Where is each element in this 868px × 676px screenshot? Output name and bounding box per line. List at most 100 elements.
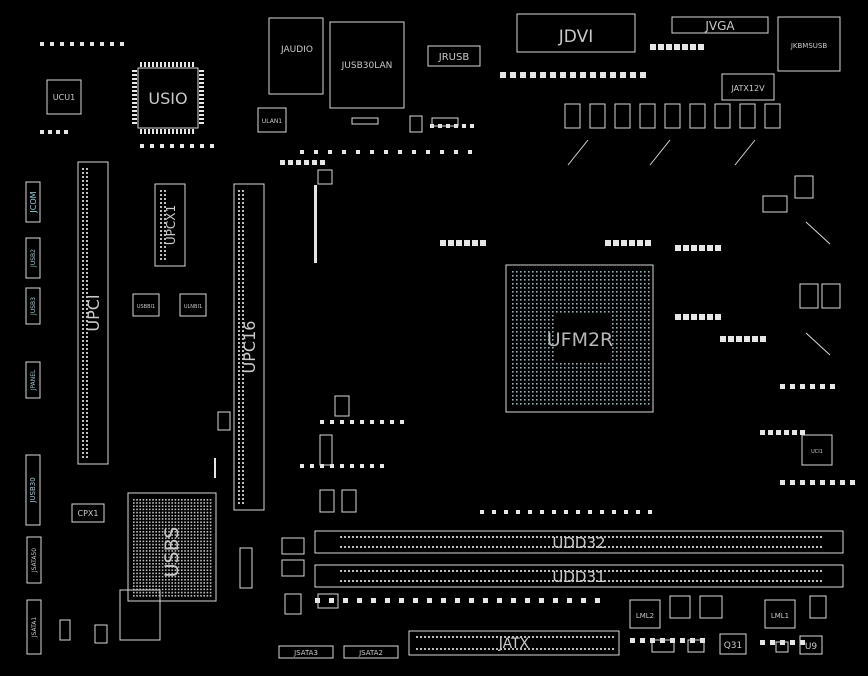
ufm2r-ball [516, 351, 518, 353]
upci-slot[interactable] [77, 161, 109, 465]
usbs-ball [165, 556, 167, 559]
ufm2r-ball [556, 403, 558, 405]
ufm2r-ball [552, 379, 554, 381]
jaudio-connector[interactable] [268, 17, 324, 95]
usbbi1-chip[interactable] [132, 293, 160, 317]
jrusb-connector[interactable] [427, 45, 481, 67]
udd32-pin [440, 546, 442, 548]
usbs-ball [174, 559, 177, 562]
usbs-ball [174, 527, 177, 530]
ufm2r-ball [600, 311, 602, 313]
udd32-pin [652, 546, 654, 548]
ulan1-chip[interactable] [257, 107, 287, 133]
u9-chip[interactable] [799, 635, 823, 655]
ufm2r-ball [628, 383, 630, 385]
udd31-slot[interactable] [314, 564, 844, 588]
ufm2r-ball [512, 339, 514, 341]
ufm2r-ball [624, 271, 626, 273]
usbs-ball [190, 547, 193, 549]
ufm2r-ball [612, 339, 614, 341]
jusb2-header[interactable] [25, 237, 41, 279]
upc16-pin [238, 354, 240, 356]
jatx-connector[interactable] [408, 630, 620, 656]
udd32-pin [564, 546, 566, 548]
ufm2r-ball [552, 339, 554, 341]
udd32-pin [772, 536, 774, 538]
passive [454, 150, 458, 154]
usio-pad [199, 114, 204, 116]
udd31-pin [408, 570, 410, 572]
jsata50-connector[interactable] [26, 536, 42, 584]
ufm2r-ball [568, 287, 570, 289]
lml1-inductor[interactable] [764, 599, 796, 629]
udd32-pin [604, 546, 606, 548]
usbs-ball [174, 508, 177, 511]
udd32-pin [684, 546, 686, 548]
upc16-pin [242, 226, 244, 228]
cpx1-part[interactable] [71, 503, 105, 523]
ufm2r-ball [516, 319, 518, 321]
upcx1-slot[interactable] [154, 183, 186, 267]
ufm2r-ball [636, 271, 638, 273]
jatx-pin [544, 648, 546, 650]
ufm2r-ball [608, 379, 610, 381]
jkbmsusb-connector[interactable] [777, 16, 841, 72]
upci-pin [86, 336, 88, 338]
ufm2r-ball [648, 315, 650, 317]
ulnbi1-chip[interactable] [179, 293, 207, 317]
upci-pin [86, 456, 88, 458]
ufm2r-socket[interactable] [505, 264, 654, 413]
usbs-ball [206, 511, 209, 514]
usbs-ball [174, 550, 177, 552]
upci-pin [86, 260, 88, 262]
usbs-ball [152, 569, 154, 571]
usio-chip[interactable] [137, 67, 199, 129]
jdvi-connector[interactable] [516, 13, 636, 53]
jatx12v-connector[interactable] [721, 73, 775, 101]
jatx-pin [516, 648, 518, 650]
usbs-ball [209, 553, 212, 555]
ufm2r-ball [568, 375, 570, 377]
lml2-inductor[interactable] [629, 599, 661, 629]
usbs-ball [149, 553, 151, 555]
upci-pin [86, 272, 88, 274]
usbs-ball [200, 588, 202, 591]
ucu1-chip[interactable] [46, 79, 82, 115]
ufm2r-ball [580, 383, 582, 385]
jusb3-header[interactable] [25, 287, 41, 325]
usbs-ball [136, 569, 138, 571]
jsata1-connector[interactable] [26, 599, 42, 655]
usbs-ball [181, 502, 183, 504]
ufm2r-ball [624, 303, 626, 305]
udd32-slot[interactable] [314, 530, 844, 554]
ufm2r-ball [632, 347, 634, 349]
usbs-ball [136, 566, 138, 568]
jusb30-header[interactable] [25, 454, 41, 526]
jvga-connector[interactable] [671, 16, 769, 34]
jcom-header[interactable] [25, 181, 41, 223]
usbs-chip[interactable] [127, 492, 217, 602]
jsata3-connector[interactable] [278, 645, 334, 659]
upc16-slot[interactable] [233, 183, 265, 511]
ufm2r-ball [612, 303, 614, 305]
ufm2r-ball [576, 395, 578, 397]
q31-transistor[interactable] [719, 633, 747, 655]
passive [699, 245, 705, 251]
jsata2-connector[interactable] [343, 645, 399, 659]
usbs-ball [139, 518, 141, 520]
ufm2r-ball [564, 387, 566, 389]
jpanel-header[interactable] [25, 361, 41, 399]
usbs-ball [181, 547, 183, 549]
component-outline [799, 283, 819, 309]
upc16-pin [242, 354, 244, 356]
jusb30lan-connector[interactable] [329, 21, 405, 109]
upcx1-pin [160, 194, 162, 196]
usbs-ball [155, 518, 157, 520]
udd32-pin [664, 536, 666, 538]
usbs-ball [174, 547, 177, 549]
uci1-chip[interactable] [801, 434, 833, 466]
udd31-pin [784, 570, 786, 572]
usbs-ball [174, 566, 177, 568]
ufm2r-ball [576, 375, 578, 377]
ufm2r-ball [544, 399, 546, 401]
